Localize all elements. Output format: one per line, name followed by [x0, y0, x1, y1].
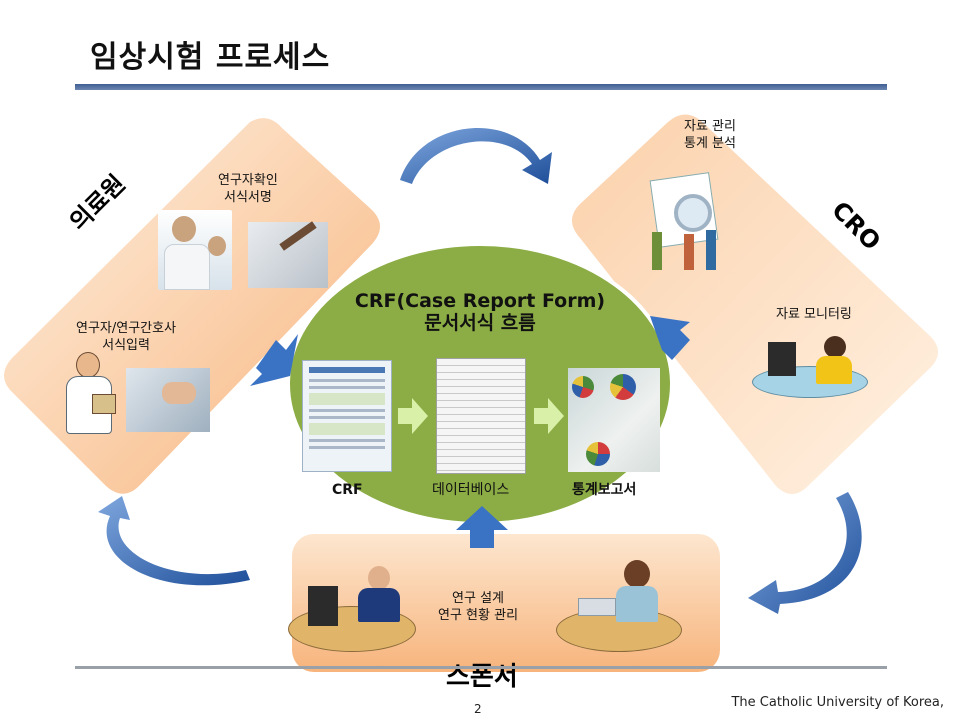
- crf-title: CRF(Case Report Form) 문서서식 흐름: [300, 290, 660, 334]
- crf-title-line1: CRF(Case Report Form): [354, 290, 606, 312]
- data-analysis-clipart: [646, 172, 728, 274]
- cro-data-line1: 자료 관리: [684, 119, 736, 134]
- sponsor-task-line1: 연구 설계: [452, 591, 504, 606]
- monitoring-clipart: [752, 336, 870, 410]
- arrow-left: [98, 496, 250, 586]
- signing-photo: [248, 221, 328, 288]
- step-report-label: 통계보고서: [572, 482, 637, 498]
- footer-text: The Catholic University of Korea,: [731, 695, 944, 710]
- hospital-input-label: 연구자/연구간호사 서식입력: [76, 320, 176, 354]
- bottom-rule: [75, 666, 887, 669]
- hospital-confirm-label: 연구자확인 서식서명: [218, 172, 278, 206]
- flow-arrow-1: [398, 398, 428, 434]
- page-title: 임상시험 프로세스: [90, 40, 331, 75]
- hospital-input-line1: 연구자/연구간호사: [76, 321, 177, 336]
- arrow-right: [748, 492, 862, 614]
- report-image: [568, 368, 660, 472]
- sponsor-task-line2: 연구 현황 관리: [438, 608, 519, 623]
- sponsor-label: 스폰서: [446, 662, 518, 692]
- page-number: 2: [474, 702, 482, 716]
- title-rule: [75, 84, 887, 90]
- sponsor-task-label: 연구 설계 연구 현황 관리: [438, 590, 518, 624]
- hospital-confirm-line1: 연구자확인: [218, 173, 278, 188]
- doctor-photo: [158, 210, 232, 290]
- crf-form-image: [302, 360, 392, 472]
- cro-monitoring-label: 자료 모니터링: [776, 307, 852, 322]
- database-image: [436, 358, 526, 474]
- cro-data-line2: 통계 분석: [684, 136, 736, 151]
- step-db-label: 데이터베이스: [432, 482, 510, 498]
- flow-arrow-2: [534, 398, 564, 434]
- arrow-cro-to-circle: [650, 316, 690, 360]
- hospital-input-line2: 서식입력: [102, 338, 150, 353]
- sponsor-man-clipart: [286, 562, 416, 658]
- step-crf-label: CRF: [332, 482, 363, 498]
- arrow-sponsor-to-circle: [456, 506, 508, 548]
- data-entry-photo: [126, 368, 210, 432]
- researcher-figure: [62, 352, 120, 434]
- arrow-hospital-to-circle: [250, 334, 298, 386]
- hospital-confirm-line2: 서식서명: [223, 190, 272, 205]
- cro-data-label: 자료 관리 통계 분석: [684, 118, 736, 152]
- sponsor-woman-clipart: [556, 556, 682, 658]
- arrow-top: [400, 127, 552, 184]
- crf-title-line2: 문서서식 흐름: [424, 312, 536, 334]
